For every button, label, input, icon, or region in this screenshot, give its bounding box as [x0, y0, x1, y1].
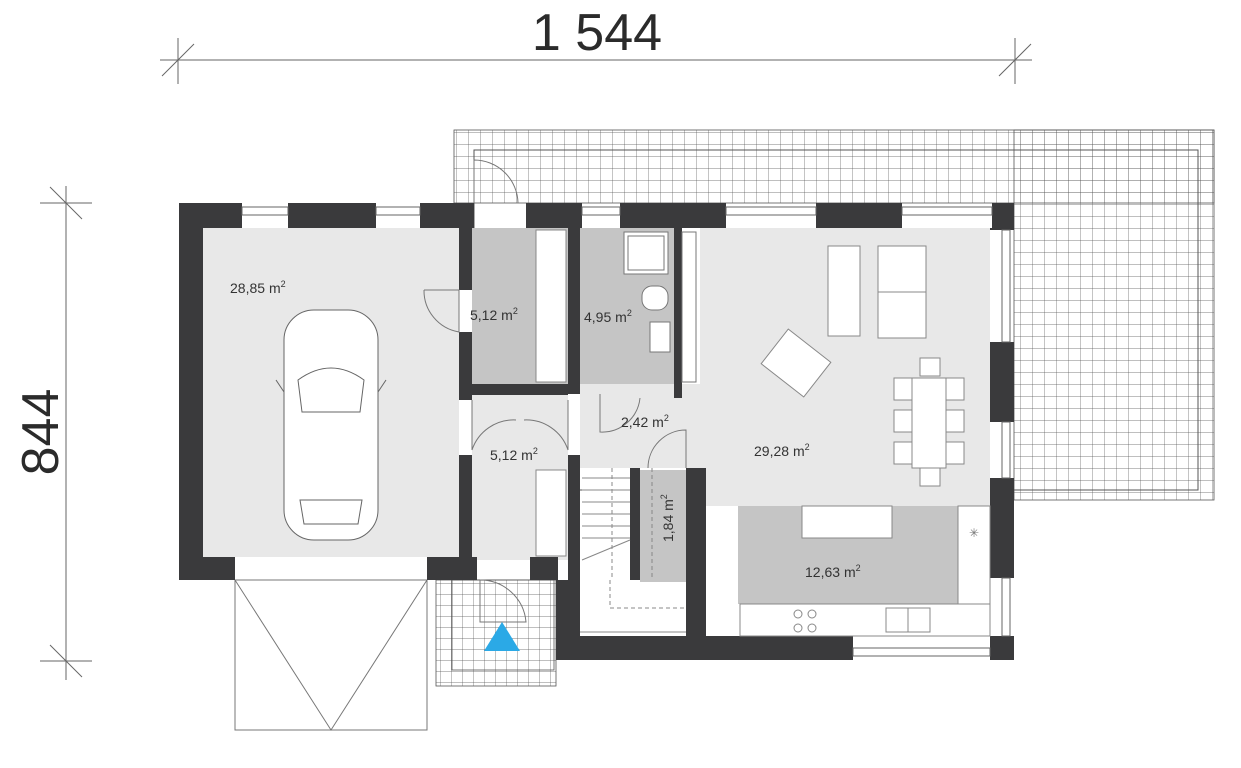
floors: [203, 228, 990, 604]
room-labels: 28,85 m2 5,12 m2 4,95 m2 2,42 m2 29,28 m…: [230, 279, 861, 580]
width-dimension-label: 1 544: [532, 4, 662, 62]
hall-wardrobe: [535, 229, 567, 557]
room-area-kitchen: 12,63 m2: [805, 563, 861, 580]
windows: [241, 206, 1011, 657]
width-dimension: 1 544: [160, 4, 1032, 84]
bathroom-fixtures: [623, 231, 697, 383]
doors: [423, 159, 687, 623]
height-dimension: 844: [12, 186, 92, 680]
room-area-hallway: 2,42 m2: [621, 413, 669, 430]
living-furniture: [760, 245, 965, 487]
room-area-garage: 28,85 m2: [230, 279, 286, 296]
kitchen: ✳: [739, 505, 991, 637]
entrance-marker-icon: [484, 622, 520, 651]
height-dimension-label: 844: [12, 389, 70, 476]
terrace: [453, 129, 1215, 501]
stairs: [580, 468, 686, 633]
driveway: [234, 579, 428, 731]
room-area-bathroom: 4,95 m2: [584, 308, 632, 325]
room-area-utility: 5,12 m2: [470, 306, 518, 323]
room-area-living: 29,28 m2: [754, 442, 810, 459]
walls: [179, 203, 1014, 660]
extractor-icon: ✳: [969, 526, 979, 540]
room-area-stair: 1,84 m2: [659, 494, 676, 542]
room-area-entry: 5,12 m2: [490, 446, 538, 463]
garage-car-icon: [275, 309, 387, 541]
